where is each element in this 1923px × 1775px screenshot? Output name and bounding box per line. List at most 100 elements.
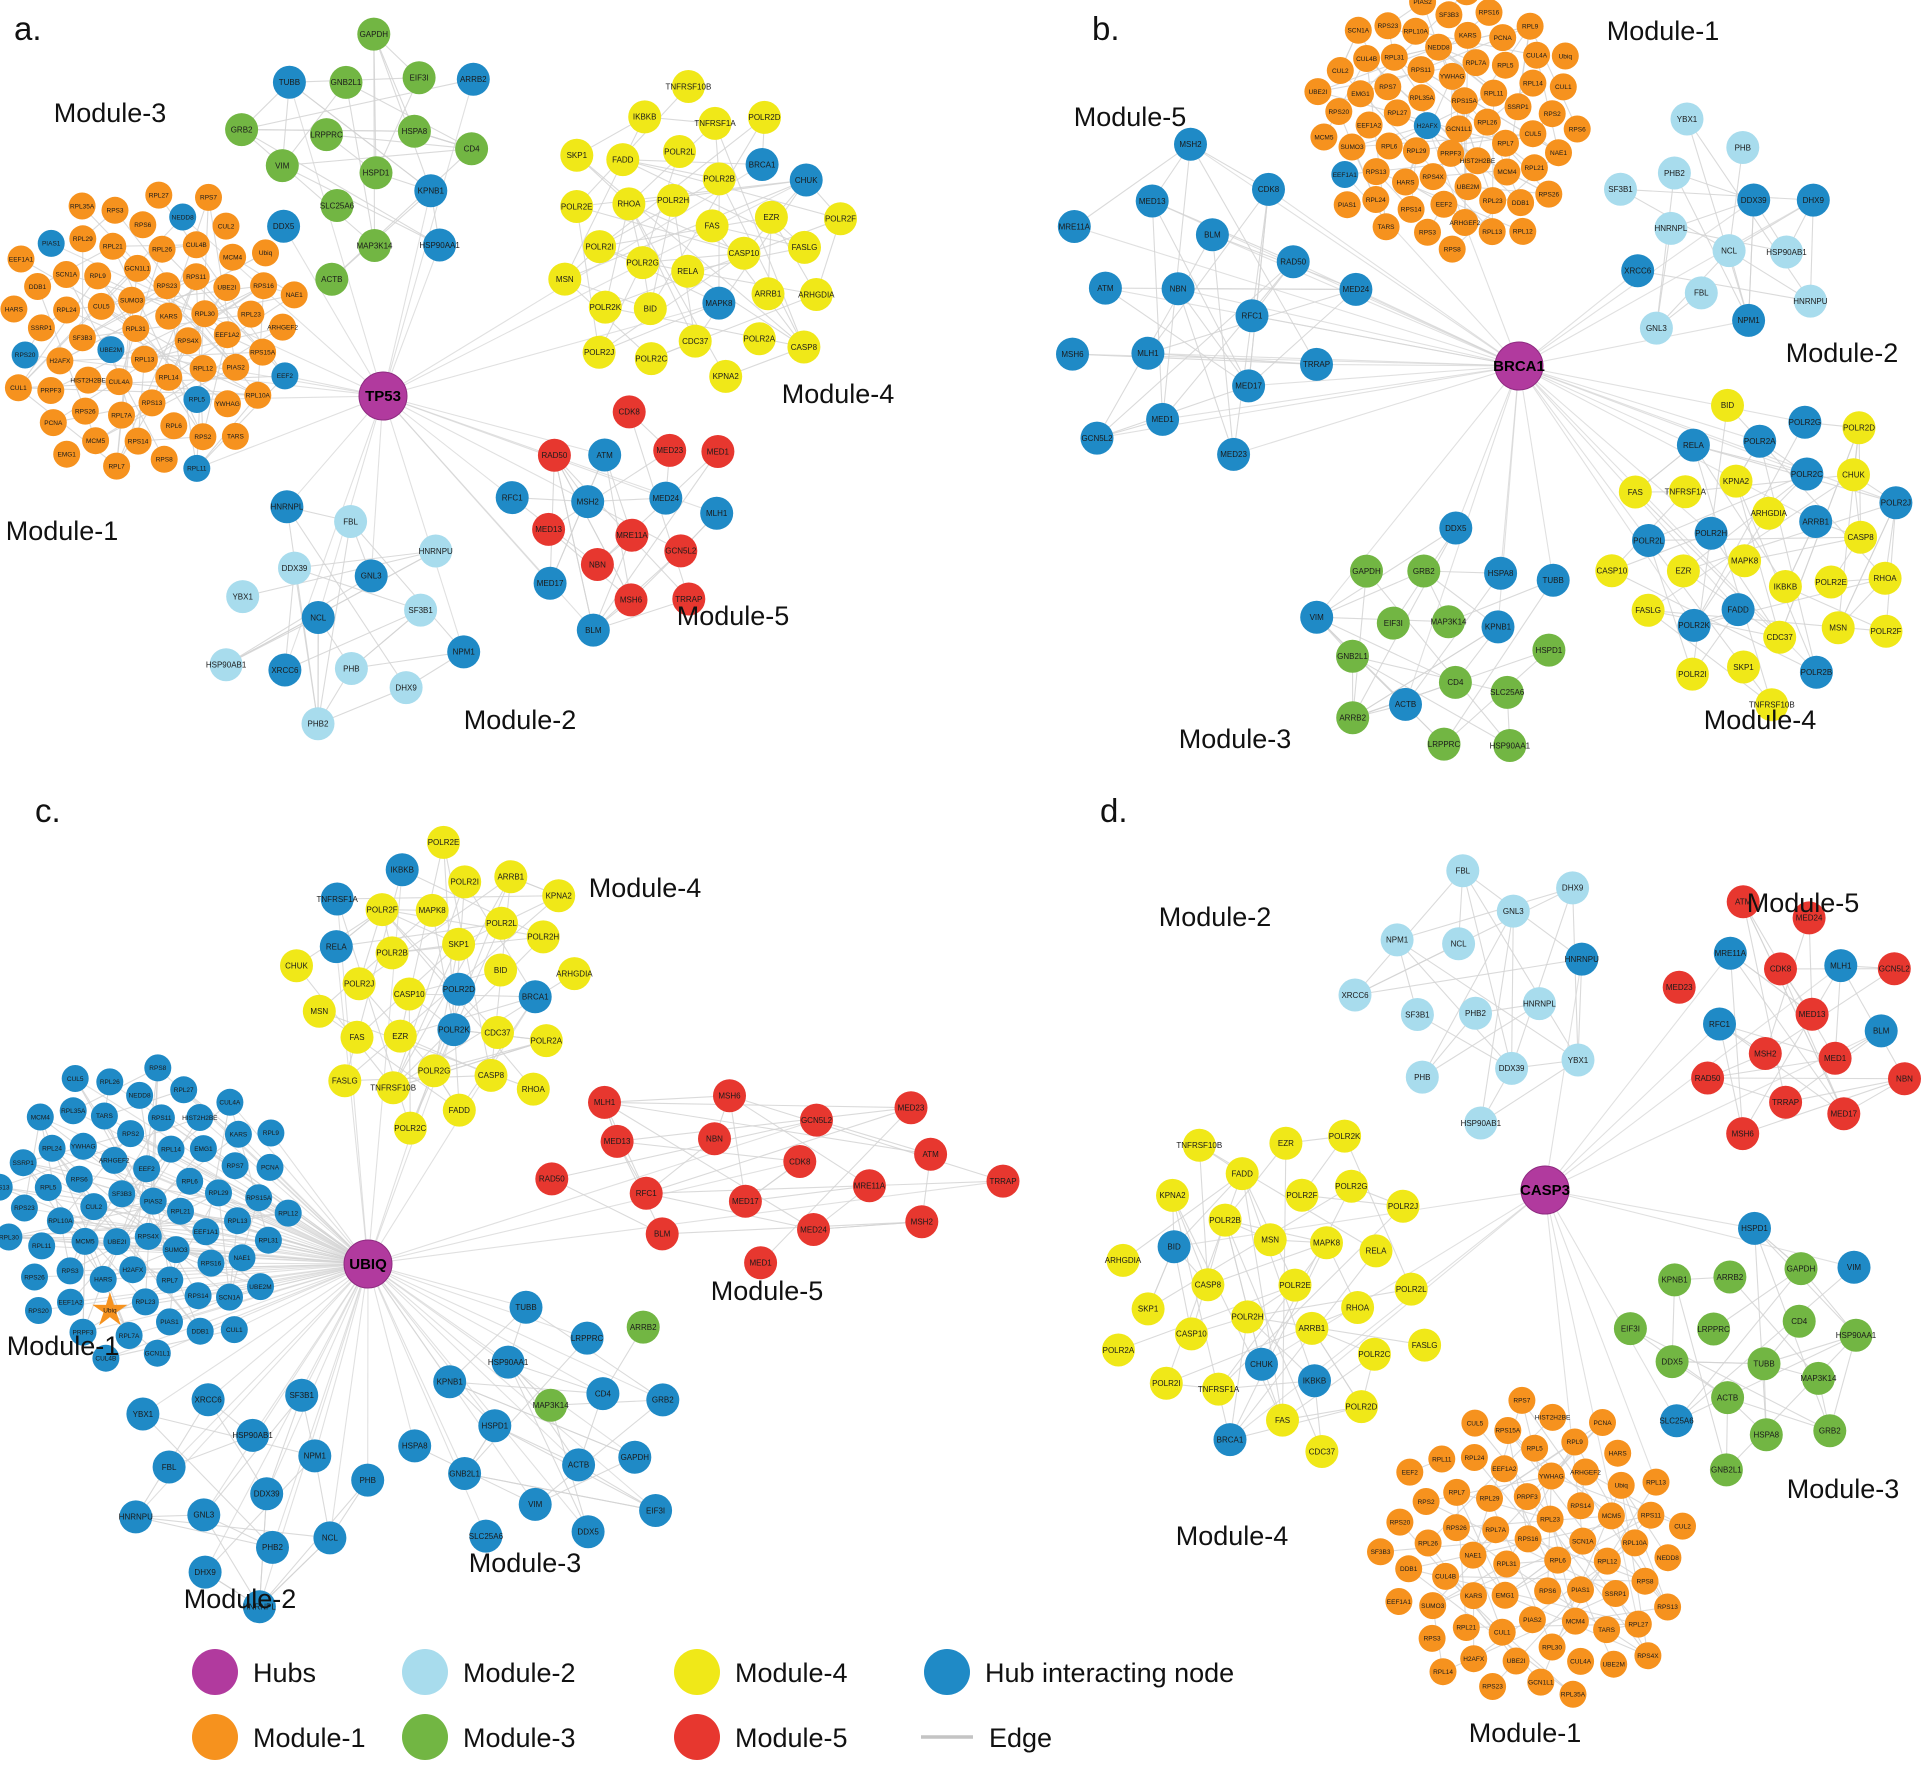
- network-node: [1386, 1189, 1420, 1223]
- network-node: [270, 490, 304, 524]
- network-node: [437, 1013, 471, 1047]
- network-node: [618, 1440, 652, 1474]
- network-node: [1231, 1300, 1264, 1334]
- network-node: [1245, 1347, 1278, 1381]
- edge: [1443, 579, 1554, 745]
- network-node: [1726, 1117, 1760, 1151]
- network-node: [1341, 1291, 1375, 1324]
- edge: [1190, 143, 1520, 367]
- edge: [367, 1263, 664, 1401]
- network-node: [1266, 1403, 1299, 1437]
- network-node: [797, 1213, 830, 1246]
- edge: [599, 178, 720, 248]
- network-node: [1481, 610, 1515, 644]
- network-node: [351, 1463, 385, 1497]
- network-node: [1618, 475, 1652, 509]
- network-node: [310, 118, 343, 152]
- edge: [458, 996, 536, 1111]
- edge: [431, 910, 455, 1030]
- edge: [1809, 200, 1814, 302]
- network-node: [1660, 1404, 1694, 1438]
- network-node: [169, 203, 197, 231]
- network-node: [139, 1187, 167, 1215]
- network-node: [1425, 33, 1453, 61]
- network-node: [469, 1519, 503, 1553]
- network-node: [742, 322, 776, 356]
- edge: [266, 1395, 303, 1494]
- network-node: [1727, 650, 1760, 684]
- network-node: [404, 593, 438, 627]
- network-node: [1799, 655, 1833, 689]
- network-node: [302, 994, 336, 1028]
- network-node: [1769, 1085, 1803, 1119]
- edge: [1544, 952, 1731, 1191]
- network-node: [92, 1344, 120, 1372]
- network-node: [71, 397, 99, 425]
- module-label: Module-4: [1176, 1521, 1289, 1551]
- edge: [449, 1381, 636, 1458]
- network-node: [123, 254, 151, 282]
- network-node: [21, 1263, 48, 1291]
- network-node: [1235, 299, 1269, 333]
- edge: [1178, 288, 1356, 290]
- network-node: [0, 1173, 13, 1201]
- network-node: [1101, 1333, 1135, 1367]
- network-node: [342, 967, 376, 1001]
- network-node: [1539, 1403, 1567, 1431]
- edge: [74, 1078, 369, 1265]
- edge: [1544, 1189, 1678, 1422]
- network-node: [1755, 688, 1789, 722]
- edge: [382, 190, 432, 397]
- edge: [367, 1263, 416, 1447]
- network-node: [1400, 998, 1434, 1031]
- network-node: [1464, 147, 1491, 175]
- network-node: [1600, 1650, 1628, 1678]
- network-node: [174, 327, 202, 355]
- edge: [718, 178, 805, 348]
- hub-node: [358, 371, 408, 421]
- edge: [1190, 144, 1317, 365]
- network-node: [1491, 51, 1519, 79]
- edge: [283, 226, 384, 397]
- edge: [599, 216, 772, 248]
- edge: [1518, 365, 1817, 673]
- module-label: Module-2: [184, 1584, 297, 1614]
- module-label: Module-1: [1469, 1718, 1582, 1748]
- network-node: [1374, 73, 1402, 101]
- network-node: [1518, 1606, 1546, 1634]
- network-node: [615, 518, 649, 552]
- edge: [1074, 225, 1520, 367]
- network-node: [1632, 524, 1665, 557]
- edge: [1547, 1475, 1552, 1591]
- network-node: [328, 1064, 362, 1098]
- network-node: [7, 245, 35, 273]
- network-node: [133, 1155, 161, 1183]
- network-node: [1737, 183, 1771, 217]
- edge: [344, 1074, 492, 1082]
- network-node: [1634, 1642, 1662, 1670]
- network-node: [1442, 1514, 1470, 1542]
- network-node: [1522, 987, 1556, 1021]
- network-node: [37, 229, 65, 257]
- network-node: [56, 1257, 84, 1285]
- network-node: [398, 1429, 432, 1463]
- edge: [576, 206, 600, 353]
- edge: [576, 205, 745, 254]
- network-node: [1438, 665, 1472, 699]
- edge: [0, 1186, 369, 1265]
- edge: [646, 1192, 814, 1231]
- network-node: [702, 162, 736, 196]
- edge: [381, 909, 498, 1033]
- network-node: [1310, 1226, 1343, 1260]
- network-node: [1489, 24, 1517, 52]
- network-node: [1801, 1361, 1835, 1395]
- network-node: [588, 290, 622, 324]
- network-node: [1174, 127, 1207, 161]
- edge: [1707, 1077, 1905, 1080]
- edge: [204, 1263, 369, 1573]
- edge: [649, 200, 674, 309]
- network-node: [1438, 235, 1466, 263]
- edge: [241, 129, 440, 246]
- edge: [196, 395, 384, 469]
